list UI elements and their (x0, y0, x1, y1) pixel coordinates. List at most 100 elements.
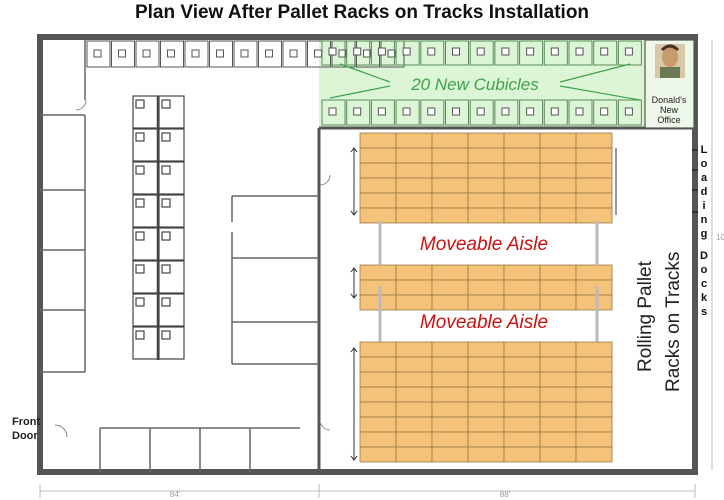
rack-bay (431, 401, 469, 418)
loading-docks-letter: L (701, 144, 708, 156)
rack-bay (539, 386, 577, 403)
rack-bay (467, 341, 505, 358)
rack-bay (575, 356, 613, 373)
desk-chair (161, 198, 171, 208)
desk-chair (402, 107, 411, 116)
rack-bay (395, 264, 433, 281)
rack-bay (395, 401, 433, 418)
door-swings (54, 99, 331, 438)
desk-chair (289, 49, 298, 58)
arrow-head (350, 455, 358, 461)
racks-label-line2: Racks on Tracks (663, 252, 684, 392)
desk-chair (575, 47, 584, 56)
loading-docks-letter: i (702, 200, 705, 212)
rack-bay (467, 386, 505, 403)
rack-bay (467, 371, 505, 388)
desk-chair (575, 107, 584, 116)
aisle-posts (378, 221, 599, 342)
new-cubicle (346, 40, 371, 66)
rack-bay (575, 207, 613, 224)
arrow-head (350, 147, 358, 153)
rack-bay (539, 341, 577, 358)
rack-bay (539, 356, 577, 373)
cubicle (282, 40, 307, 68)
desk-chair (135, 297, 145, 307)
desk-chair (427, 47, 436, 56)
rack-bay (395, 446, 433, 463)
rack-bay (395, 431, 433, 448)
new-cubicle (321, 99, 346, 126)
desk-chair (135, 165, 145, 175)
rack-bay (467, 401, 505, 418)
arrow-head (350, 347, 358, 353)
rack-bay (395, 192, 433, 209)
rack-bay (539, 264, 577, 281)
rack-bay (503, 341, 541, 358)
desk-chair (161, 330, 171, 340)
desk-chair (161, 99, 171, 109)
new-cubicle (593, 99, 618, 126)
rack-bay (539, 279, 577, 296)
dock-marks (692, 149, 698, 213)
desk-chair (387, 49, 396, 58)
rack-bay (467, 431, 505, 448)
rack-bay (503, 177, 541, 194)
rack-bay (467, 177, 505, 194)
rack-bay (539, 401, 577, 418)
aisle-label-2: Moveable Aisle (420, 312, 548, 333)
rack-bay (503, 356, 541, 373)
desk-chair (501, 107, 510, 116)
rack-bay (395, 279, 433, 296)
desk-chair (135, 264, 145, 274)
new-cubicle (321, 40, 346, 66)
desk-chair (265, 49, 273, 58)
rack-bay (575, 341, 613, 358)
rack-bay (431, 294, 469, 311)
rack-bay (359, 132, 397, 149)
desk-chair (624, 47, 633, 56)
rack-bay (395, 207, 433, 224)
rack-bay (359, 192, 397, 209)
new-cubicle (420, 40, 445, 66)
new-cubicle (370, 40, 395, 66)
rack-bay (503, 431, 541, 448)
desk-chair (314, 49, 322, 58)
desk-chair (93, 49, 102, 58)
desk-chair (550, 47, 559, 56)
rack-bay (395, 341, 433, 358)
new-cubicle (445, 99, 469, 126)
cubicle (209, 40, 233, 68)
desk-chair (167, 49, 175, 58)
cubicle (135, 40, 160, 68)
desk-chair (600, 47, 609, 56)
rack-bay (467, 416, 505, 433)
rack-bay (503, 446, 541, 463)
desk-chair (161, 132, 171, 142)
rack-bay (575, 386, 613, 403)
rack-bay (575, 401, 613, 418)
desk-chair (452, 107, 460, 116)
dimension-right: 88' (500, 490, 511, 499)
rack-bay (539, 416, 577, 433)
rack-bay (431, 446, 469, 463)
desk-chair (476, 47, 485, 56)
rack-bay (503, 294, 541, 311)
desk-chair (363, 49, 371, 58)
rack-bay (359, 162, 397, 179)
desk-chair (328, 107, 337, 116)
rack-bay (539, 192, 577, 209)
desk-chair (338, 49, 347, 58)
rack-bay (431, 147, 469, 164)
rack-bay (359, 386, 397, 403)
new-cubicle (617, 40, 642, 66)
rack-bay (539, 294, 577, 311)
rack-bay (539, 371, 577, 388)
rack-bay (503, 279, 541, 296)
rack-bay (359, 279, 397, 296)
rack-bay (503, 416, 541, 433)
aisle-label-1: Moveable Aisle (420, 234, 548, 255)
dimension-lines (39, 40, 713, 498)
rack-bay (575, 446, 613, 463)
loading-docks-letter: a (701, 172, 708, 184)
rack-bay (575, 162, 613, 179)
